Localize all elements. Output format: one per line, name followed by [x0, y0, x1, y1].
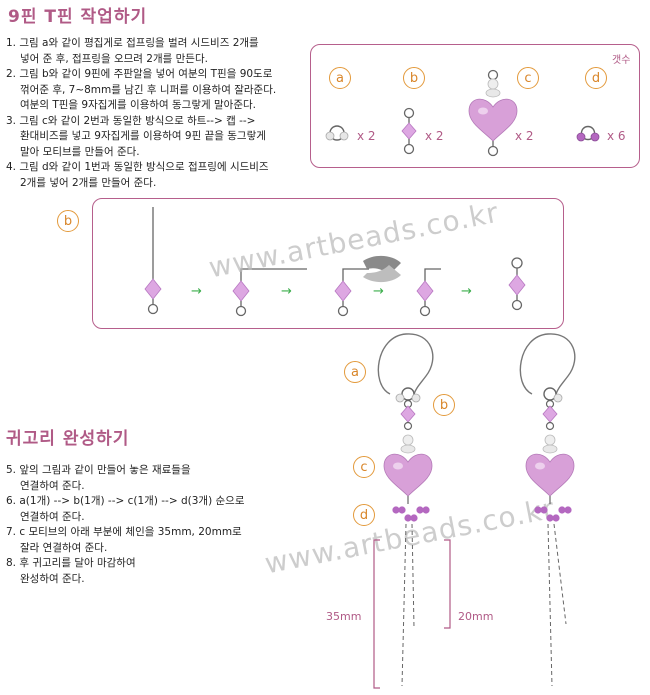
part-c-qty: x 2	[515, 129, 534, 143]
section1-steps: 1. 그림 a와 같이 평집게로 접프링을 벌려 시드비즈 2개를 넣어 준 후…	[6, 36, 276, 191]
step-line: 환대비즈를 넣고 9자집게를 이용하여 9핀 끝을 동그랗게	[20, 130, 266, 142]
step-line: 7. c 모티브의 아래 부분에 체인을 35mm, 20mm로	[6, 526, 242, 538]
process-b-badge: b	[57, 210, 79, 232]
jump-ring-seed-bead-icon	[325, 125, 349, 141]
part-a-qty: x 2	[357, 129, 376, 143]
earring-b-badge: b	[433, 394, 455, 416]
section2-steps: 5. 앞의 그림과 같이 만들어 놓은 재료들을 연결하여 준다. 6. a(1…	[6, 463, 245, 587]
part-d-qty: x 6	[607, 129, 626, 143]
arrow-icon: →	[461, 284, 472, 299]
step-line: 5. 앞의 그림과 같이 만들어 놓은 재료들을	[6, 464, 191, 476]
step-line: 연결하여 준다.	[20, 479, 85, 492]
process-box: → → → →	[92, 198, 564, 329]
heart-bead-left	[383, 453, 433, 497]
step-line: 2개를 넣어 2개를 만들어 준다.	[20, 176, 157, 189]
step-line: 4. 그림 d와 같이 1번과 동일한 방식으로 접프링에 시드비즈	[6, 161, 269, 173]
pin-stage-looped-icon	[508, 257, 526, 311]
measure-20mm: 20mm	[458, 610, 494, 623]
section2-title: 귀고리 완성하기	[6, 429, 130, 449]
part-c-badge: c	[517, 67, 539, 89]
step-line: 2. 그림 b와 같이 9핀에 주판알을 넣어 여분의 T핀을 90도로	[6, 68, 273, 80]
pin-stage-bent-icon	[232, 268, 307, 317]
parts-box: 갯수 a b c d x 2 x 2 x 2 x 6	[310, 44, 640, 168]
part-a-badge: a	[329, 67, 351, 89]
step-line: 완성하여 준다.	[20, 572, 85, 585]
part-b-badge: b	[403, 67, 425, 89]
step-line: 잘라 연결하여 준다.	[20, 541, 108, 554]
pin-stage-straight-icon	[144, 207, 162, 315]
step-line: 꺾어준 후, 7~8mm를 남긴 후 니퍼를 이용하여 잘라준다.	[20, 83, 277, 96]
step-line: 말아 모티브를 만들어 준다.	[20, 145, 140, 158]
heart-motif-icon	[468, 69, 518, 157]
earring-illustration	[373, 333, 576, 689]
bicone-bead-left	[400, 405, 416, 423]
earring-c-badge: c	[353, 456, 375, 478]
arrow-icon: →	[373, 284, 384, 299]
step-line: 연결하여 준다.	[20, 510, 85, 523]
bicone-pin-icon	[401, 107, 417, 155]
count-label: 갯수	[612, 55, 631, 66]
step-line: 8. 후 귀고리를 달아 마감하여	[6, 557, 136, 569]
ear-hook-right	[519, 333, 576, 395]
pin-stage-cut-icon	[334, 255, 401, 317]
heart-bead-right	[525, 453, 575, 497]
earring-a-badge: a	[344, 361, 366, 383]
part-d-badge: d	[585, 67, 607, 89]
earring-d-badge: d	[353, 504, 375, 526]
bicone-bead-right	[542, 405, 558, 423]
step-line: 6. a(1개) --> b(1개) --> c(1개) --> d(3개) 순…	[6, 495, 245, 507]
arrow-icon: →	[191, 284, 202, 299]
step-line: 넣어 준 후, 접프링을 오므려 2개를 만든다.	[20, 52, 208, 65]
step-line: 여분의 T핀을 9자집게를 이용하여 동그랗게 말아준다.	[20, 99, 256, 111]
section1-title: 9핀 T핀 작업하기	[8, 7, 148, 27]
measure-35mm: 35mm	[326, 610, 362, 623]
part-b-qty: x 2	[425, 129, 444, 143]
arrow-icon: →	[281, 284, 292, 299]
step-line: 3. 그림 c와 같이 2번과 동일한 방식으로 하트--> 캡 -->	[6, 114, 256, 127]
jump-ring-purple-bead-icon	[576, 125, 600, 142]
pin-stage-trimmed-icon	[416, 268, 441, 317]
ear-hook-left	[377, 333, 434, 395]
step-line: 1. 그림 a와 같이 평집게로 접프링을 벌려 시드비즈 2개를	[6, 37, 259, 49]
